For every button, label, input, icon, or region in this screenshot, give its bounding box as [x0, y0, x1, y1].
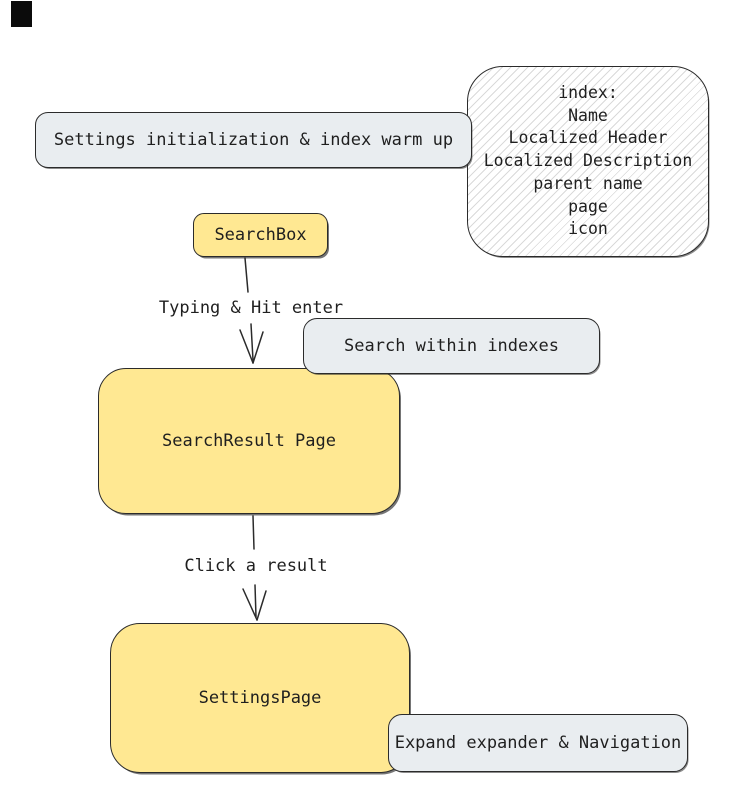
index-note-line: Name [568, 105, 608, 125]
index-note-line: parent name [533, 173, 643, 193]
node-index-note: index: Name Localized Header Localized D… [467, 66, 709, 257]
node-settings-initialization: Settings initialization & index warm up [35, 112, 472, 168]
node-label: SettingsPage [198, 687, 322, 708]
node-label: SearchBox [214, 224, 307, 245]
click-edge-label: Click a result [184, 556, 328, 576]
node-search-within-indexes: Search within indexes [303, 318, 600, 374]
index-note-line: Localized Header [508, 128, 668, 148]
typing-edge-label: Typing & Hit enter [158, 298, 344, 318]
index-note-line: index: [558, 82, 618, 102]
corner-black-square [11, 1, 32, 27]
node-searchresult-page: SearchResult Page [98, 368, 400, 514]
node-expand-expander-navigation: Expand expander & Navigation [388, 714, 688, 772]
node-label: SearchResult Page [162, 430, 336, 451]
node-label: Settings initialization & index warm up [53, 129, 454, 150]
node-label: Expand expander & Navigation [394, 732, 682, 753]
node-settingspage: SettingsPage [110, 623, 410, 773]
index-note-line: Localized Description [483, 151, 693, 171]
node-searchbox: SearchBox [193, 213, 328, 257]
index-note-line: icon [568, 219, 608, 239]
node-label: Search within indexes [344, 335, 559, 356]
index-note-line: page [568, 196, 608, 216]
